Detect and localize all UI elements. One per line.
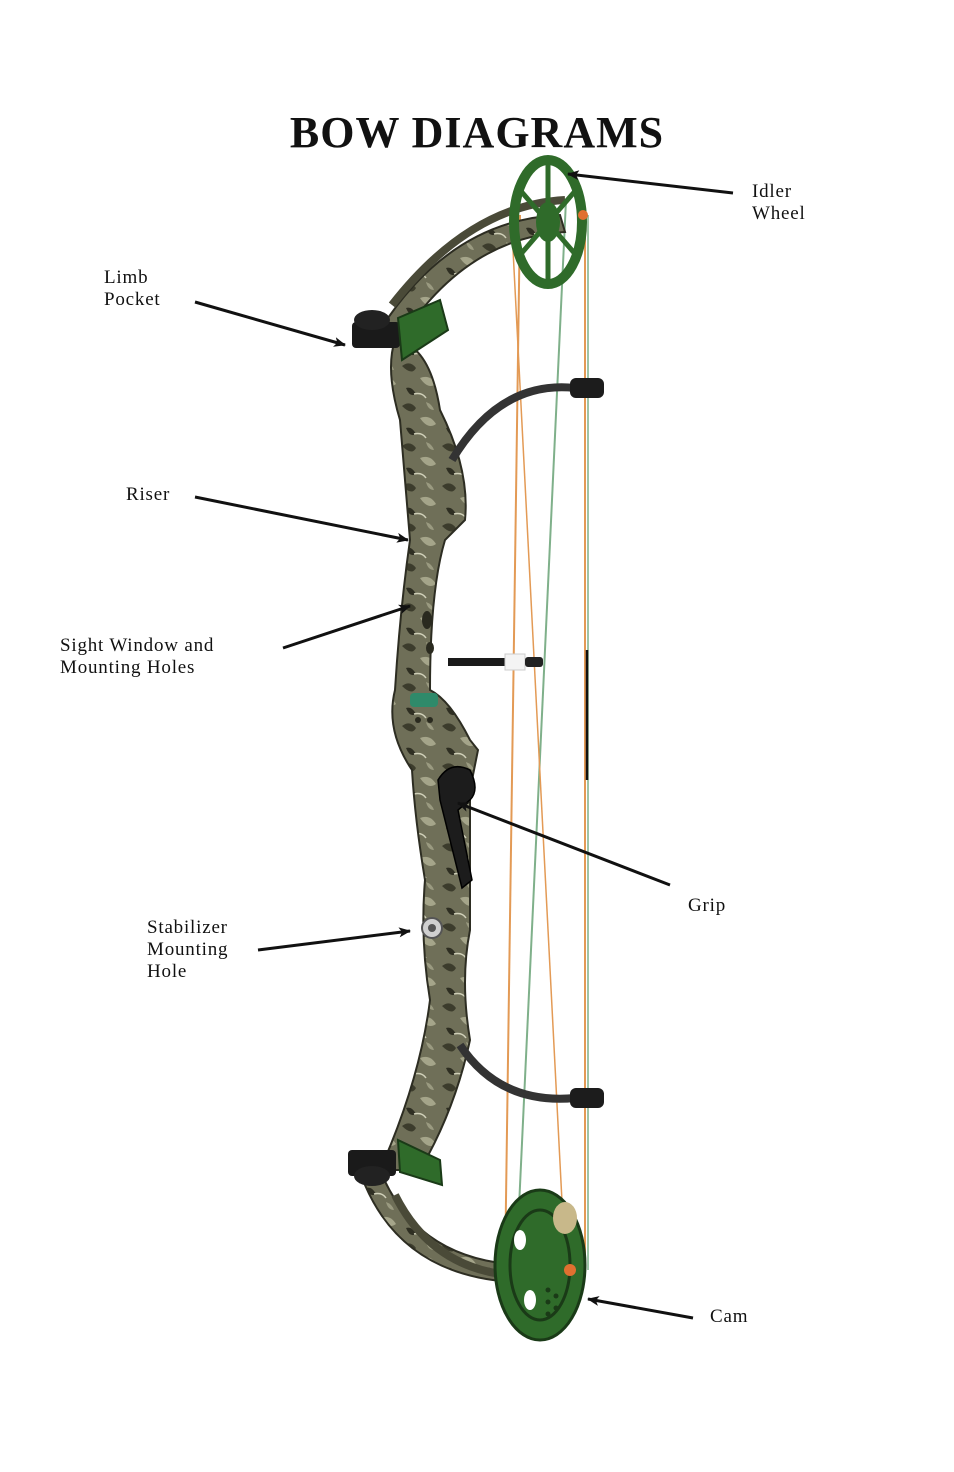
arrow-limb-pocket <box>194 300 346 347</box>
sight-mounting-holes <box>410 611 438 723</box>
label-line: Mounting <box>147 939 229 960</box>
label-line: Stabilizer <box>147 917 228 938</box>
arrow-cam <box>587 1296 694 1320</box>
label-stabilizer: Stabilizer Mounting Hole <box>147 917 228 983</box>
label-line: Riser <box>126 484 171 505</box>
arrow-stabilizer <box>257 927 411 952</box>
upper-cable-rod <box>448 378 604 463</box>
lower-limb-pocket <box>348 1138 444 1187</box>
label-grip: Grip <box>688 895 726 917</box>
string-line <box>504 214 521 1271</box>
label-line: Idler <box>752 181 792 202</box>
label-riser: Riser <box>126 484 170 506</box>
stabilizer-hole <box>421 917 443 939</box>
bow-strings <box>504 199 589 1271</box>
arrow-grip <box>457 801 671 887</box>
label-line: Limb <box>104 267 149 288</box>
arrow-riser <box>194 495 409 543</box>
label-cam: Cam <box>710 1306 748 1328</box>
cam <box>493 1188 587 1342</box>
label-line: Pocket <box>104 289 161 310</box>
arrow-sight-window <box>282 604 411 650</box>
arrow-rest <box>448 653 543 671</box>
arrow-idler-wheel <box>567 170 734 195</box>
lower-cable-rod <box>456 1042 604 1108</box>
upper-limb-pocket <box>352 298 450 362</box>
label-limb-pocket: Limb Pocket <box>104 267 161 311</box>
label-sight-window: Sight Window and Mounting Holes <box>60 635 214 679</box>
grip <box>437 765 476 890</box>
pointer-arrows <box>194 170 734 1320</box>
label-idler-wheel: Idler Wheel <box>752 181 806 225</box>
label-line: Cam <box>710 1306 749 1327</box>
string-line <box>516 199 567 1251</box>
label-line: Sight Window and <box>60 635 215 656</box>
idler-wheel <box>509 155 588 289</box>
label-line: Mounting Holes <box>60 657 196 678</box>
page-title: BOW DIAGRAMS <box>289 108 665 158</box>
label-line: Grip <box>688 895 727 916</box>
string-line <box>511 229 566 1261</box>
label-line: Hole <box>147 961 188 982</box>
label-line: Wheel <box>752 203 806 224</box>
